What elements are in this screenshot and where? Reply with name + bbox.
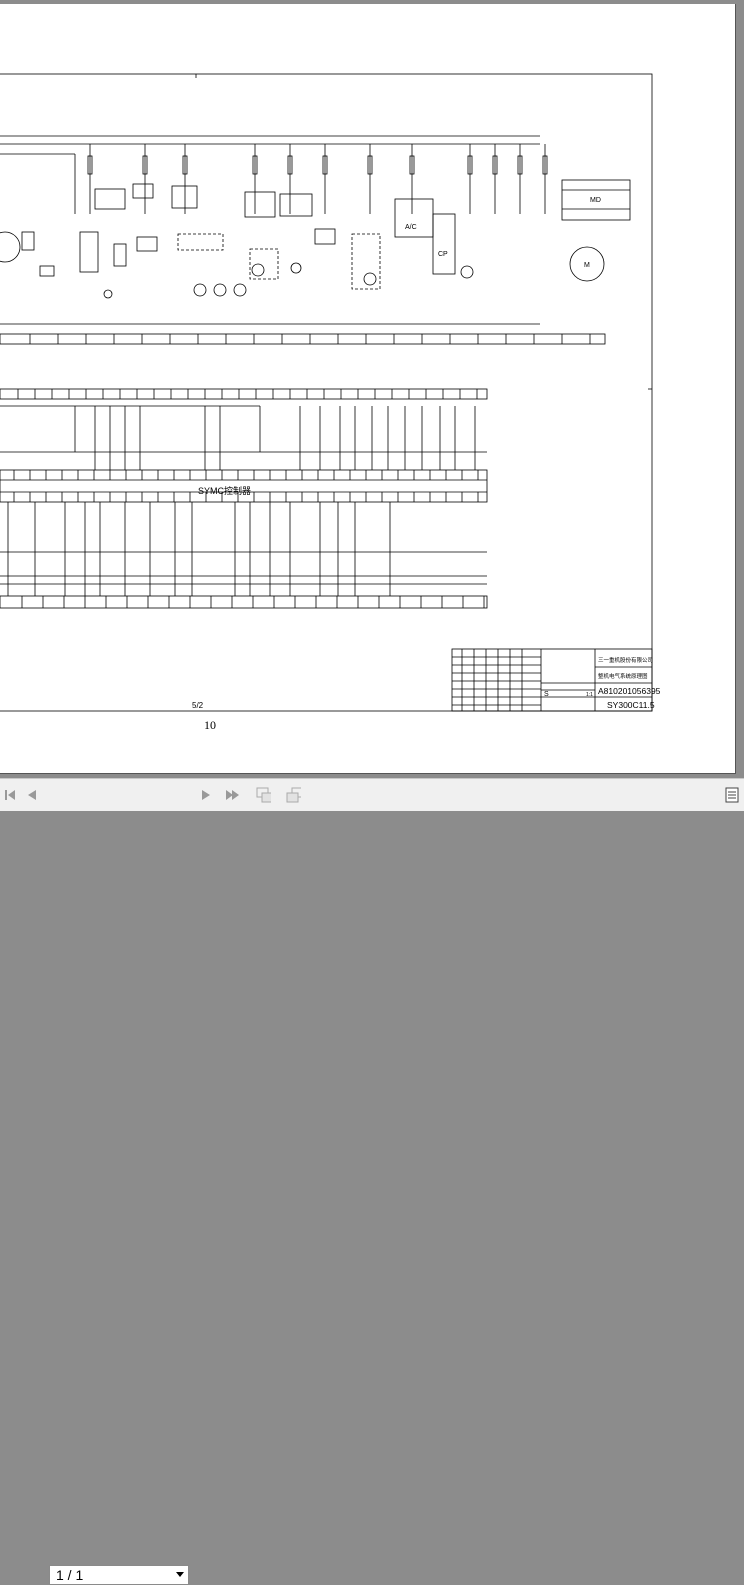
- fuse-symbol: [287, 155, 293, 175]
- last-page-icon[interactable]: [224, 787, 240, 803]
- motor-label: M: [584, 262, 590, 269]
- fuse-symbol: [142, 155, 148, 175]
- module-label: MD: [590, 197, 601, 204]
- electrical-schematic: SYMC控制器 MD A/C CP M 三一重机股份有限公司 整机电气系统原理图…: [0, 73, 661, 712]
- title-company: 三一重机股份有限公司: [598, 656, 653, 664]
- pdf-page: SYMC控制器 MD A/C CP M 三一重机股份有限公司 整机电气系统原理图…: [0, 4, 736, 774]
- fuse-symbol: [182, 155, 188, 175]
- title-drawing-code: A810201056395: [598, 686, 661, 696]
- thumbnail-panel-icon[interactable]: [724, 787, 740, 803]
- document-viewer[interactable]: SYMC控制器 MD A/C CP M 三一重机股份有限公司 整机电气系统原理图…: [0, 0, 744, 778]
- fuse-symbol: [252, 155, 258, 175]
- sheet-mark: 5/2: [192, 701, 204, 710]
- page-selector[interactable]: 1 / 1: [49, 1565, 189, 1585]
- title-model: SY300C11.5: [607, 700, 655, 710]
- fuse-symbol: [409, 155, 415, 175]
- fuse-symbol: [542, 155, 548, 175]
- title-sheet-letter: S: [544, 691, 549, 698]
- fuse-symbol: [467, 155, 473, 175]
- chevron-down-icon: [176, 1572, 184, 1577]
- fuse-symbol: [367, 155, 373, 175]
- page-number: 10: [204, 718, 216, 732]
- controller-label: SYMC控制器: [198, 485, 251, 496]
- next-page-icon[interactable]: [198, 787, 214, 803]
- fuse-symbol: [517, 155, 523, 175]
- page-selector-value: 1 / 1: [56, 1567, 84, 1583]
- fit-page-icon[interactable]: [285, 787, 301, 803]
- fuse-symbol: [322, 155, 328, 175]
- fuse-symbol: [87, 155, 93, 175]
- previous-page-icon[interactable]: [24, 787, 40, 803]
- fuse-symbol: [492, 155, 498, 175]
- first-page-icon[interactable]: [2, 787, 18, 803]
- rotate-page-icon[interactable]: [255, 787, 271, 803]
- title-sheet-ratio: 1:1: [586, 692, 593, 698]
- title-drawing-name: 整机电气系统原理图: [598, 672, 648, 680]
- bottom-toolbar: 1 / 1: [0, 778, 744, 1585]
- ac-label: A/C: [405, 224, 417, 231]
- cp-label: CP: [438, 251, 448, 258]
